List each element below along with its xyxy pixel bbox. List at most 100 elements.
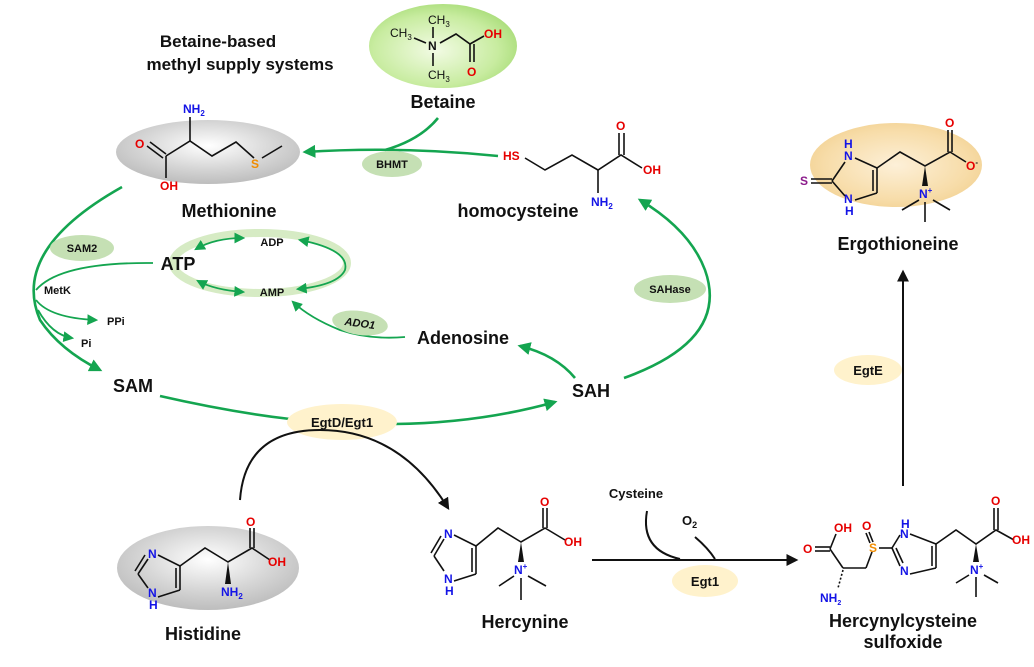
svg-text:H: H bbox=[445, 584, 454, 598]
svg-text:N: N bbox=[428, 39, 437, 53]
adp-amp-arrow bbox=[295, 236, 347, 294]
hercynine-structure: N N H O OH N+ bbox=[430, 495, 582, 600]
svg-text:S: S bbox=[251, 157, 259, 171]
o2-input-curve bbox=[694, 536, 716, 560]
svg-text:N: N bbox=[148, 586, 157, 600]
enzyme-sahase bbox=[634, 275, 706, 303]
svg-text:N+: N+ bbox=[970, 562, 984, 577]
title-line2: methyl supply systems bbox=[146, 55, 333, 74]
enzyme-sam2-label: SAM2 bbox=[67, 243, 98, 255]
homocysteine-label: homocysteine bbox=[457, 201, 578, 221]
atp-adp-arrow bbox=[194, 232, 246, 251]
svg-text:H: H bbox=[901, 517, 910, 531]
svg-text:OH: OH bbox=[564, 535, 582, 549]
adp-label: ADP bbox=[260, 237, 283, 249]
title-line1: Betaine-based bbox=[160, 32, 276, 51]
svg-text:N: N bbox=[444, 527, 453, 541]
sah-label: SAH bbox=[572, 381, 610, 401]
svg-text:NH2: NH2 bbox=[820, 591, 841, 607]
atp-amp-arrow bbox=[196, 279, 246, 297]
svg-text:NH2: NH2 bbox=[591, 195, 613, 211]
homocysteine-structure: HS O OH NH2 bbox=[503, 119, 661, 211]
histidine-label: Histidine bbox=[165, 624, 241, 644]
amp-label: AMP bbox=[260, 287, 284, 299]
adenosine-to-amp-arrow bbox=[291, 300, 406, 339]
sah-to-homocysteine-arrow bbox=[623, 198, 711, 380]
ppi-label: PPi bbox=[107, 316, 125, 328]
enzyme-egt1 bbox=[672, 565, 738, 597]
svg-text:N+: N+ bbox=[919, 186, 933, 201]
svg-text:OH: OH bbox=[834, 521, 852, 535]
hercynylcysteine-sulfoxide-structure: O OH NH2 S O H N N O OH N+ bbox=[803, 494, 1030, 607]
o2-label: O2 bbox=[682, 513, 697, 530]
svg-text:NH2: NH2 bbox=[221, 585, 243, 601]
svg-text:N: N bbox=[148, 547, 157, 561]
svg-text:H: H bbox=[844, 137, 853, 151]
svg-text:H: H bbox=[149, 598, 158, 612]
enzyme-egtd-egt1-label: EgtD/Egt1 bbox=[311, 415, 373, 430]
svg-text:OH: OH bbox=[160, 179, 178, 193]
svg-text:CH3: CH3 bbox=[390, 26, 412, 42]
svg-text:O: O bbox=[467, 65, 476, 79]
svg-text:S: S bbox=[800, 174, 808, 188]
svg-text:O: O bbox=[862, 519, 871, 533]
enzyme-bhmt bbox=[362, 151, 422, 177]
svg-text:O: O bbox=[246, 515, 255, 529]
enzyme-ado1 bbox=[332, 310, 388, 336]
svg-text:OH: OH bbox=[1012, 533, 1030, 547]
enzyme-sam2 bbox=[50, 235, 114, 261]
sam-to-egtd-line bbox=[159, 394, 291, 421]
svg-text:O-: O- bbox=[966, 158, 978, 173]
svg-text:OH: OH bbox=[484, 27, 502, 41]
svg-text:OH: OH bbox=[268, 555, 286, 569]
betaine-highlight bbox=[369, 4, 517, 88]
enzyme-bhmt-label: BHMT bbox=[376, 159, 408, 171]
svg-text:O: O bbox=[540, 495, 549, 509]
svg-text:O: O bbox=[616, 119, 625, 133]
svg-text:CH3: CH3 bbox=[428, 13, 450, 29]
enzyme-metk-label: MetK bbox=[44, 285, 71, 297]
pi-label: Pi bbox=[81, 338, 91, 350]
adenosine-label: Adenosine bbox=[417, 328, 509, 348]
egtd-to-sah-arrow bbox=[394, 398, 558, 426]
svg-text:N+: N+ bbox=[514, 562, 528, 577]
enzyme-sahase-label: SAHase bbox=[649, 284, 691, 296]
svg-text:O: O bbox=[945, 116, 954, 130]
enzyme-ado1-label: ADO1 bbox=[343, 316, 376, 332]
methionine-to-sam-arrow bbox=[32, 185, 123, 372]
betaine-structure: CH3 CH3 CH3 N OH O bbox=[369, 4, 517, 88]
methionine-label: Methionine bbox=[182, 201, 277, 221]
svg-text:S: S bbox=[869, 541, 877, 555]
cysteine-label: Cysteine bbox=[609, 486, 663, 501]
histidine-to-hercynine-arrow bbox=[239, 428, 450, 511]
adenine-nucleotide-cycle bbox=[169, 229, 351, 297]
enzyme-egt1-label: Egt1 bbox=[691, 574, 719, 589]
svg-text:O: O bbox=[803, 542, 812, 556]
svg-text:H: H bbox=[845, 204, 854, 218]
histidine-structure: N N H O OH NH2 bbox=[117, 515, 299, 612]
svg-text:HS: HS bbox=[503, 149, 520, 163]
svg-text:CH3: CH3 bbox=[428, 68, 450, 84]
ppi-output-arrow bbox=[35, 299, 99, 326]
hercynine-label: Hercynine bbox=[481, 612, 568, 632]
svg-text:N: N bbox=[900, 527, 909, 541]
methionine-structure: NH2 S O OH bbox=[116, 102, 300, 193]
hercynylcysteine-sulfoxide-label-line1: Hercynylcysteine bbox=[829, 611, 977, 631]
svg-text:N: N bbox=[844, 149, 853, 163]
betaine-label: Betaine bbox=[410, 92, 475, 112]
ergothioneine-structure: S H N N H O O- N+ bbox=[800, 116, 982, 222]
betaine-to-bhmt-arrow bbox=[384, 117, 440, 152]
pi-output-arrow bbox=[37, 309, 75, 343]
cysteine-input-curve bbox=[645, 510, 681, 560]
sam-label: SAM bbox=[113, 376, 153, 396]
homocysteine-to-methionine-arrow bbox=[302, 144, 499, 158]
ergothioneine-highlight bbox=[810, 123, 982, 207]
enzyme-egte bbox=[834, 355, 902, 385]
methionine-highlight bbox=[116, 120, 300, 184]
svg-text:O: O bbox=[135, 137, 144, 151]
svg-text:N: N bbox=[844, 192, 853, 206]
ergothioneine-label: Ergothioneine bbox=[838, 234, 959, 254]
svg-text:O: O bbox=[991, 494, 1000, 508]
enzyme-egte-label: EgtE bbox=[853, 363, 883, 378]
